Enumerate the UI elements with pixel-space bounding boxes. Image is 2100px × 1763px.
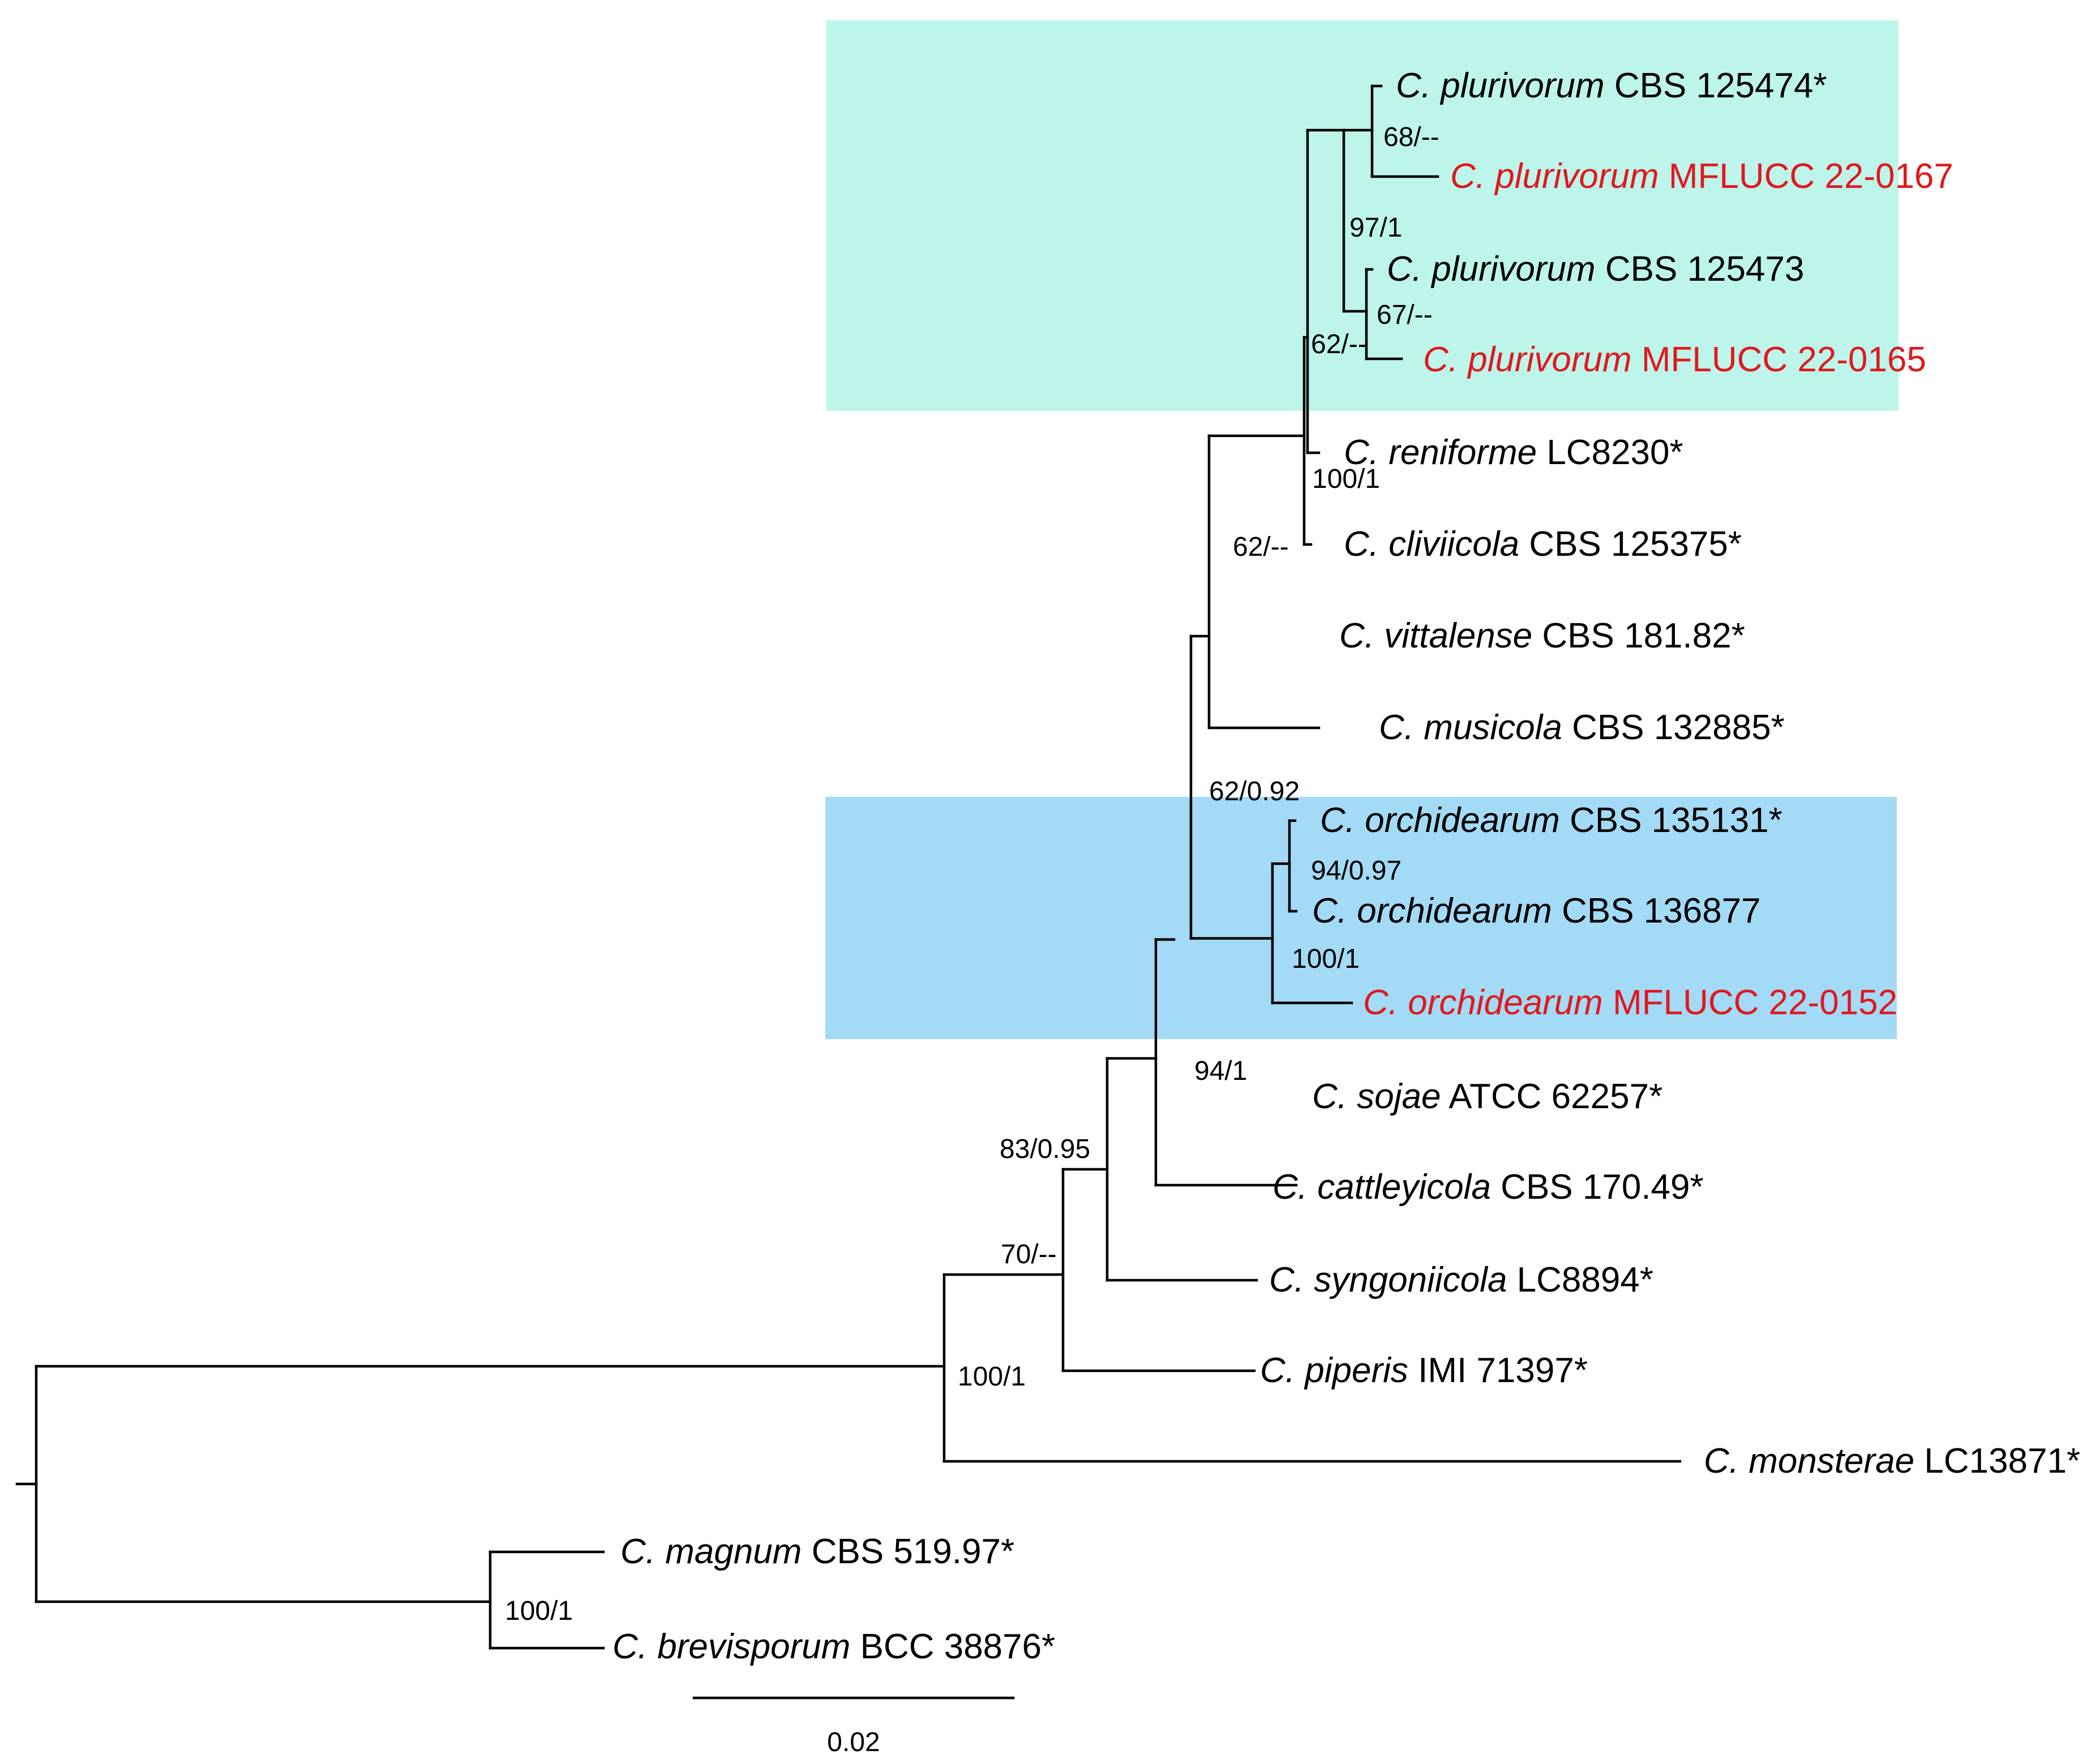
support-value: 83/0.95: [1000, 1134, 1090, 1164]
taxon-label: C. brevisporum BCC 38876*: [612, 1627, 1055, 1666]
taxon-label: C. monsterae LC13871*: [1704, 1442, 2080, 1481]
taxon-label: C. vittalense CBS 181.82*: [1339, 616, 1745, 655]
support-value: 97/1: [1349, 213, 1402, 243]
taxon-label: C. orchidearum CBS 135131*: [1320, 801, 1782, 840]
support-value: 62/--: [1311, 329, 1367, 359]
taxon-label: C. reniforme LC8230*: [1344, 433, 1683, 472]
support-values: 68/-- 97/1 67/-- 62/-- 100/1 62/-- 62/0.…: [505, 122, 1439, 1626]
support-value: 68/--: [1383, 122, 1439, 152]
support-value: 62/0.92: [1209, 777, 1300, 807]
orchidearum-clade-highlight: [825, 797, 1897, 1039]
plurivorum-clade-highlight: [826, 20, 1898, 411]
support-value: 70/--: [1001, 1239, 1057, 1269]
support-value: 100/1: [1312, 464, 1380, 494]
taxon-label: C. plurivorum CBS 125473: [1387, 250, 1804, 289]
support-value: 100/1: [505, 1596, 573, 1626]
support-value: 94/1: [1194, 1056, 1247, 1086]
taxon-label: C. plurivorum CBS 125474*: [1396, 66, 1827, 105]
taxon-label: C. plurivorum MFLUCC 22-0167: [1450, 157, 1953, 196]
support-value: 100/1: [1292, 944, 1360, 974]
taxon-label: C. plurivorum MFLUCC 22-0165: [1423, 340, 1926, 379]
taxon-label: C. magnum CBS 519.97*: [620, 1532, 1014, 1571]
taxon-label: C. piperis IMI 71397*: [1260, 1351, 1588, 1390]
tree-branches: [15, 84, 1682, 1700]
taxon-label: C. syngoniicola LC8894*: [1269, 1260, 1653, 1299]
support-value: 62/--: [1233, 532, 1289, 562]
taxon-label: C. sojae ATCC 62257*: [1312, 1077, 1662, 1116]
support-value: 67/--: [1377, 300, 1433, 330]
support-value: 94/0.97: [1311, 856, 1402, 886]
taxon-labels: C. plurivorum CBS 125474* C. plurivorum …: [612, 66, 2080, 1666]
taxon-label: C. musicola CBS 132885*: [1379, 708, 1785, 747]
taxon-label: C. cliviicola CBS 125375*: [1344, 525, 1742, 564]
scale-bar-label: 0.02: [827, 1727, 880, 1757]
support-value: 100/1: [958, 1362, 1026, 1392]
taxon-label: C. orchidearum MFLUCC 22-0152: [1363, 983, 1897, 1022]
taxon-label: C. orchidearum CBS 136877: [1312, 891, 1761, 930]
taxon-label: C. cattleyicola CBS 170.49*: [1272, 1168, 1704, 1207]
